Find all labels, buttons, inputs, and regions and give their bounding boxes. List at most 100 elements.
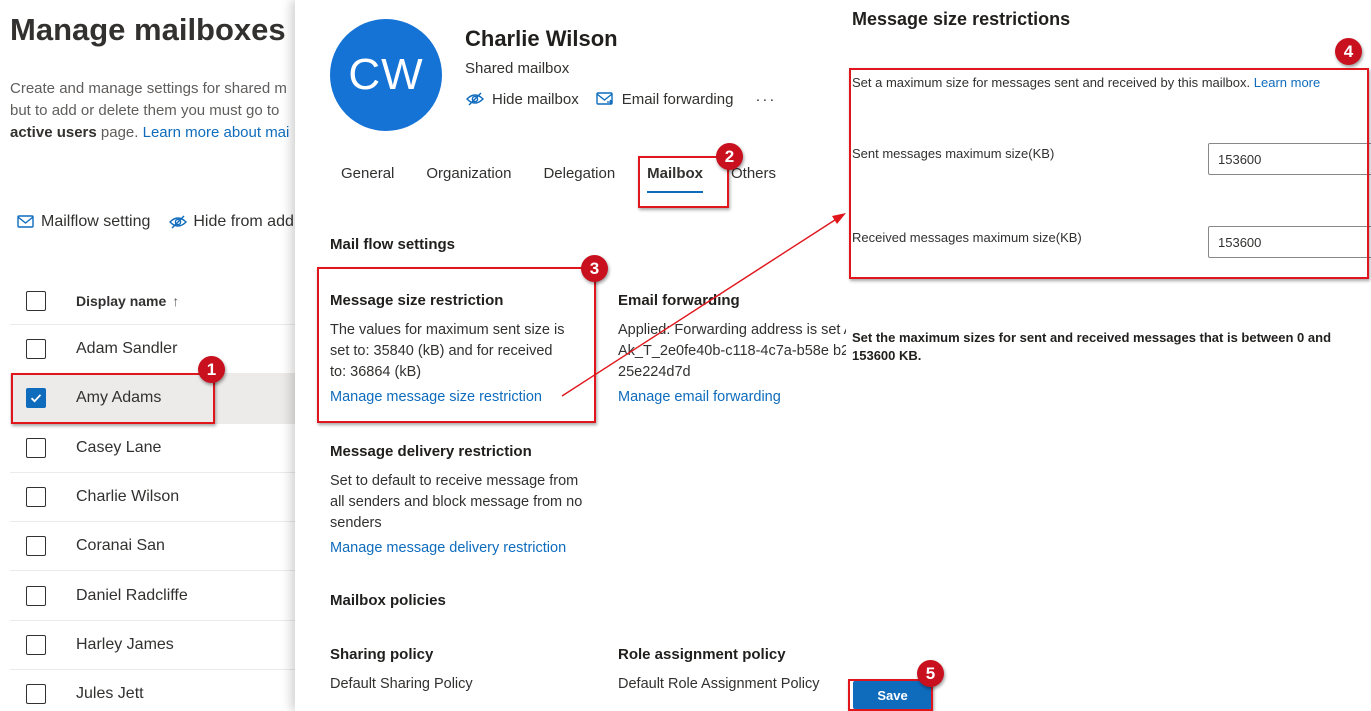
row-checkbox[interactable] [26,487,46,508]
mailbox-list: Display name ↑ Adam Sandler Amy Adams Ca… [10,277,300,711]
row-checkbox[interactable] [26,437,46,458]
tab-others[interactable]: Others [731,165,777,182]
role-policy-card: Role assignment policy Default Role Assi… [618,644,820,695]
panel-actions: Hide mailbox Email forwarding ··· [465,89,776,109]
page-description: Create and manage settings for shared m … [10,78,310,144]
email-forwarding-title: Email forwarding [618,292,740,309]
tab-general[interactable]: General [341,165,395,182]
sharing-policy-card: Sharing policy Default Sharing Policy [330,644,473,695]
highlight-size-restriction [317,267,596,423]
row-checkbox[interactable] [26,585,46,606]
panel-tabs: General Organization Delegation Mailbox … [341,160,808,193]
list-toolbar: Mailflow setting Hide from add [16,212,294,232]
row-display-name: Adam Sandler [76,340,178,358]
highlight-mailbox-tab [638,156,729,208]
restriction-description-text: Set a maximum size for messages sent and… [852,75,1251,90]
mailbox-policies-heading: Mailbox policies [330,592,446,609]
mailbox-name: Charlie Wilson [465,26,618,51]
table-row[interactable]: Coranai San [10,522,300,572]
message-size-restrictions-panel: Message size restrictions Set a maximum … [846,0,1371,711]
size-restriction-title: Message size restriction [330,292,504,309]
description-line-1: Create and manage settings for shared m [10,80,287,97]
row-display-name: Jules Jett [76,685,144,703]
size-range-note: Set the maximum sizes for sent and recei… [852,330,1332,363]
row-checkbox[interactable] [26,684,46,705]
received-size-input[interactable] [1208,226,1371,258]
avatar: CW [330,19,442,131]
mailflow-setting-label: Mailflow setting [41,213,151,230]
table-row[interactable]: Adam Sandler [10,325,300,375]
step-badge-5: 5 [917,660,944,687]
row-display-name: Charlie Wilson [76,488,180,506]
email-forwarding-label: Email forwarding [621,90,734,108]
tab-mailbox[interactable]: Mailbox [647,160,703,193]
step-badge-4: 4 [1335,38,1362,65]
eye-hide-icon [466,92,484,106]
highlight-save-button [848,679,933,711]
manage-size-restriction-link[interactable]: Manage message size restriction [330,389,542,405]
sharing-policy-title: Sharing policy [330,646,434,663]
mail-flow-settings-heading: Mail flow settings [330,236,456,253]
learn-more-link[interactable]: Learn more [1253,75,1321,90]
size-restriction-card: Message size restriction The values for … [330,290,570,408]
row-checkbox[interactable] [26,536,46,557]
description-line-2: but to add or delete them you must go to [10,102,280,119]
tab-organization[interactable]: Organization [426,165,512,182]
table-row[interactable]: Daniel Radcliffe [10,571,300,621]
sharing-policy-value: Default Sharing Policy [330,676,473,692]
table-row[interactable]: Harley James [10,621,300,671]
size-restriction-body: The values for maximum sent size is set … [330,322,565,380]
row-checkbox[interactable] [26,634,46,655]
email-forwarding-body: Applied: Forwarding address is set AAk_T… [618,322,846,380]
highlight-amy-adams-row [11,373,215,424]
more-options-icon[interactable]: ··· [755,90,777,108]
sent-size-label: Sent messages maximum size(KB) [852,146,1055,161]
active-users-text: active users [10,124,97,141]
email-forwarding-card: Email forwarding Applied: Forwarding add… [618,290,846,408]
list-header: Display name ↑ [10,277,300,325]
row-checkbox[interactable] [26,339,46,360]
delivery-restriction-card: Message delivery restriction Set to defa… [330,441,590,559]
table-row[interactable]: Casey Lane [10,424,300,473]
mail-forward-icon [596,92,613,105]
step-badge-3: 3 [581,255,608,282]
hide-mailbox-button[interactable]: Hide mailbox [465,89,579,109]
mail-settings-icon [17,215,34,228]
manage-delivery-restriction-link[interactable]: Manage message delivery restriction [330,540,567,556]
row-display-name: Amy Adams [76,389,162,407]
hide-from-label: Hide from add [193,213,294,230]
row-display-name: Daniel Radcliffe [76,586,188,604]
row-display-name: Casey Lane [76,438,162,456]
table-row[interactable]: Charlie Wilson [10,473,300,523]
page-title: Manage mailboxes [10,12,286,47]
description-text: page. [96,124,143,141]
eye-hide-icon [169,215,188,229]
learn-more-link[interactable]: Learn more about mai [142,124,290,141]
column-display-name[interactable]: Display name [76,292,167,309]
table-row[interactable]: Jules Jett [10,670,300,711]
manage-mailboxes-page: Manage mailboxes Create and manage setti… [0,0,300,711]
hide-mailbox-label: Hide mailbox [492,90,579,108]
role-policy-value: Default Role Assignment Policy [618,676,820,692]
received-size-label: Received messages maximum size(KB) [852,230,1082,245]
manage-email-forwarding-link[interactable]: Manage email forwarding [618,389,781,405]
tab-delegation[interactable]: Delegation [543,165,616,182]
mailbox-type: Shared mailbox [465,60,570,77]
row-display-name: Harley James [76,635,174,653]
step-badge-2: 2 [716,143,743,170]
sent-size-input[interactable] [1208,143,1371,175]
hide-from-address-list-button[interactable]: Hide from add [168,212,294,232]
select-all-checkbox[interactable] [26,290,46,311]
highlight-size-fields [849,68,1369,279]
checkmark-icon [30,394,42,403]
description-line-3: active users page. Learn more about mai [10,122,310,144]
sort-ascending-icon: ↑ [172,292,180,309]
delivery-restriction-body: Set to default to receive message from a… [330,473,583,531]
email-forwarding-button[interactable]: Email forwarding [595,89,734,109]
mailflow-setting-button[interactable]: Mailflow setting [16,212,150,232]
delivery-restriction-title: Message delivery restriction [330,443,532,460]
panel-title: Message size restrictions [852,9,1071,29]
row-checkbox[interactable] [26,388,46,409]
step-badge-1: 1 [198,356,225,383]
save-button[interactable]: Save [853,681,932,709]
